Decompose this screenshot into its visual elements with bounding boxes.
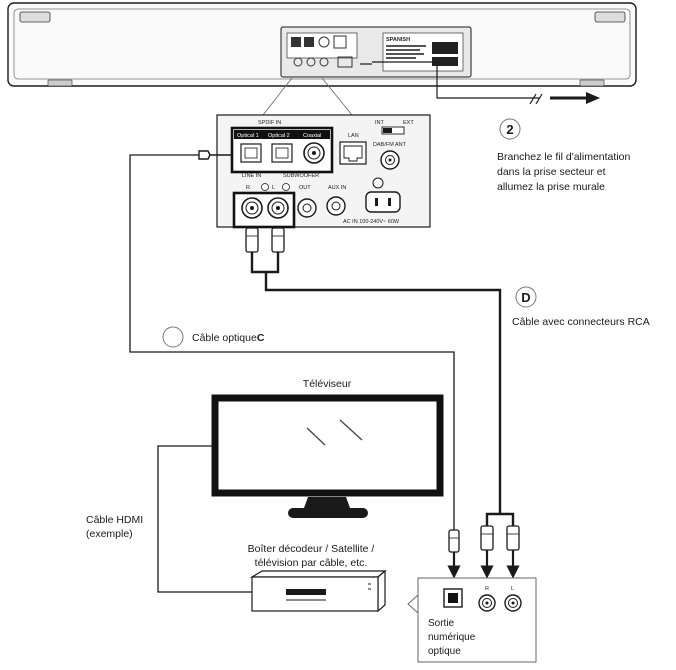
- spdif-in-label: SPDIF IN: [258, 120, 281, 126]
- int-label: INT: [375, 120, 385, 126]
- optical2-label: Optical 2: [268, 133, 290, 139]
- tv-screen: [211, 394, 444, 497]
- rca-cable-label: Câble avec connecteurs RCA: [512, 316, 650, 328]
- out-r-label: R: [485, 586, 489, 592]
- int-ext-switch: [381, 126, 405, 135]
- ac-in-label: AC IN 100-240V~ 60W: [343, 219, 400, 225]
- hdmi-label-line2: (exemple): [86, 528, 133, 540]
- optical-out-label-line2: numérique: [428, 632, 476, 643]
- aux-in-jack: [326, 196, 346, 216]
- optical1-port: [240, 143, 262, 163]
- dab-fm-ant-label: DAB/FM ANT: [373, 142, 407, 148]
- lan-port: [339, 141, 367, 165]
- line-in-label: LINE IN: [242, 173, 261, 179]
- r-label: R: [246, 185, 250, 191]
- optical-cable: [129, 150, 461, 579]
- optical-cable-letter: C: [257, 332, 265, 344]
- ext-label: EXT: [403, 120, 414, 126]
- optical-out-label-line1: Sortie: [428, 618, 455, 629]
- ac-in-socket: [365, 191, 401, 213]
- box-label-line1: Boîter décodeur / Satellite /: [248, 543, 375, 555]
- subwoofer-label: SUBWOOFER: [283, 173, 319, 179]
- optical-out-label-line3: optique: [428, 646, 461, 657]
- lan-label: LAN: [348, 133, 359, 139]
- hdmi-label-line1: Câble HDMI: [86, 514, 143, 526]
- out-l-label: L: [511, 586, 514, 592]
- aux-in-label: AUX IN: [328, 185, 346, 191]
- tv-label: Téléviseur: [303, 378, 352, 390]
- rear-panel-detail: SPDIF IN Optical 1 Optical 2 Coaxial LAN…: [216, 114, 431, 229]
- optical-cable-label: Câble optiqueC: [192, 332, 265, 344]
- optical-cable-badge: [162, 326, 184, 348]
- soundbar: SPANISH: [7, 2, 637, 105]
- soundbar-brand: SPANISH: [386, 37, 410, 43]
- step-2-number: 2: [506, 122, 513, 137]
- step-d-letter: D: [521, 290, 530, 305]
- rca-cable: [245, 227, 520, 579]
- step-d-badge: [515, 286, 537, 308]
- step-2-badge: [499, 118, 521, 140]
- hdmi-cable: Câble HDMI (exemple): [86, 445, 252, 593]
- output-panel: R L Sortie numérique optique: [407, 577, 537, 663]
- tv: Téléviseur: [211, 378, 444, 518]
- power-instruction-line3: allumez la prise murale: [497, 181, 605, 193]
- box-label-line2: télévision par câble, etc.: [255, 557, 368, 569]
- l-label: L: [272, 185, 275, 191]
- set-top-box: Boîter décodeur / Satellite / télévision…: [248, 543, 387, 613]
- coaxial-label: Coaxial: [303, 133, 321, 139]
- power-instruction-line2: dans la prise secteur et: [497, 166, 606, 178]
- power-instruction-line1: Branchez le fil d'alimentation: [497, 151, 630, 163]
- out-label: OUT: [299, 185, 311, 191]
- optical1-label: Optical 1: [237, 133, 259, 139]
- optical2-port: [271, 143, 293, 163]
- subwoofer-out-jack: [297, 198, 317, 218]
